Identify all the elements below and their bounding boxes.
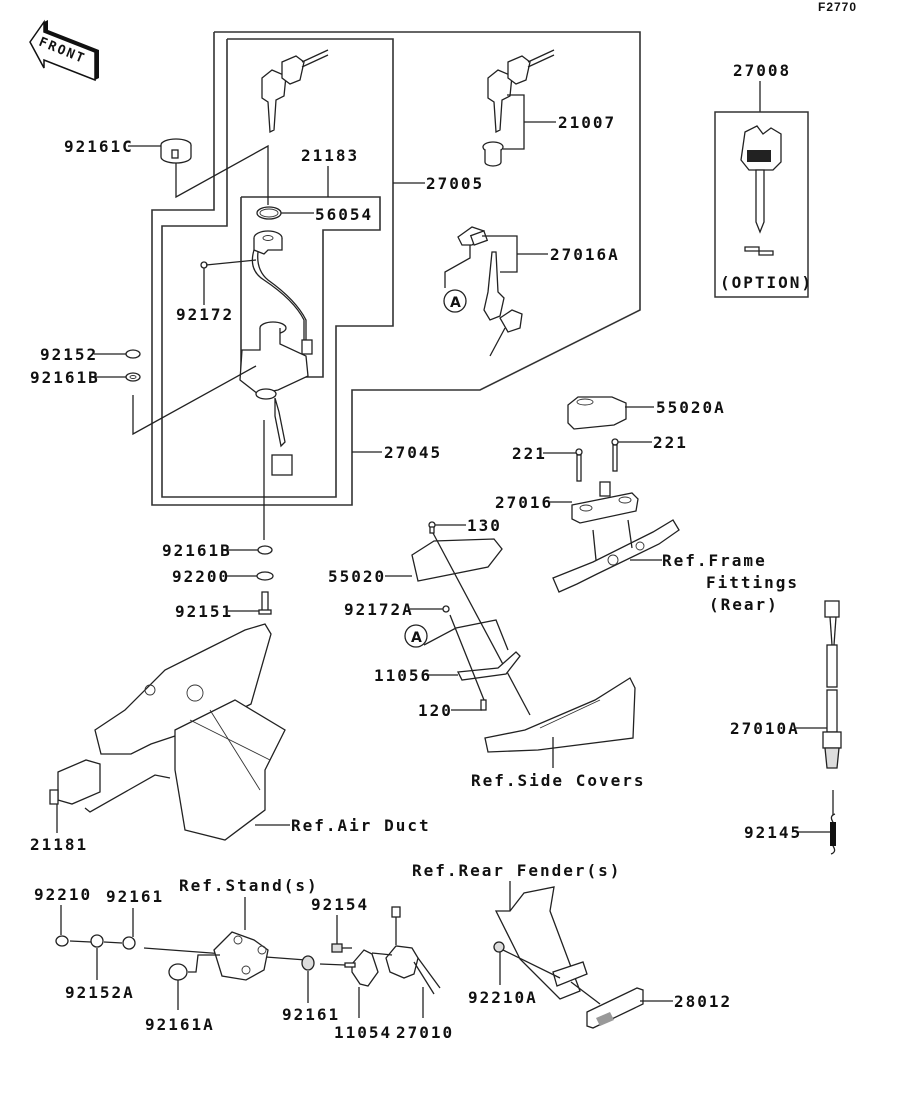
part-label-92172A: 92172A — [344, 600, 414, 619]
part-label-92152A: 92152A — [65, 983, 135, 1002]
part-label-120: 120 — [418, 701, 453, 720]
part-label-92145: 92145 — [744, 823, 802, 842]
relay-21181-icon — [49, 759, 101, 805]
part-label-56054: 56054 — [315, 205, 373, 224]
screw-92172A-icon — [442, 605, 450, 613]
key-set-icon — [261, 49, 329, 134]
assembly-box-27045 — [161, 38, 394, 498]
cover-55020A-icon — [567, 396, 627, 430]
air-duct-bracket-icon — [94, 623, 286, 841]
part-label-130: 130 — [467, 516, 502, 535]
part-label-27045: 27045 — [384, 443, 442, 462]
part-label-221-right: 221 — [653, 433, 688, 452]
nut-92210A-icon — [493, 941, 505, 953]
part-label-27016A: 27016A — [550, 245, 620, 264]
option-key-27008-icon — [740, 125, 782, 256]
option-label: (OPTION) — [720, 273, 813, 292]
bracket-11056-icon — [456, 651, 521, 681]
part-label-28012: 28012 — [674, 992, 732, 1011]
part-label-27008: 27008 — [733, 61, 791, 80]
part-label-11056: 11056 — [374, 666, 432, 685]
part-label-27010A: 27010A — [730, 719, 800, 738]
ref-frame-fittings-line2: Fittings — [706, 573, 799, 592]
part-label-92161-right: 92161 — [282, 1005, 340, 1024]
part-label-27010: 27010 — [396, 1023, 454, 1042]
bolt-221-right-icon — [611, 438, 619, 472]
frame-fittings-icon — [552, 519, 680, 593]
ref-stands: Ref.Stand(s) — [179, 876, 319, 895]
side-covers-icon — [484, 677, 636, 753]
part-label-92161B-bottom: 92161B — [162, 541, 232, 560]
part-label-92161B-top: 92161B — [30, 368, 100, 387]
ref-frame-fittings-line3: (Rear) — [709, 595, 779, 614]
key-21007-icon — [482, 49, 555, 167]
bracket-11054-icon — [344, 949, 379, 987]
seat-lock-27016A-icon — [457, 226, 523, 357]
part-label-55020: 55020 — [328, 567, 386, 586]
part-92161C-icon — [160, 138, 192, 164]
cap-92161A-icon — [168, 963, 188, 981]
ref-air-duct: Ref.Air Duct — [291, 816, 431, 835]
fastener-stack-icon — [256, 545, 274, 615]
part-56054-icon — [256, 206, 282, 220]
part-label-21007: 21007 — [558, 113, 616, 132]
part-label-55020A: 55020A — [656, 398, 726, 417]
part-label-21181: 21181 — [30, 835, 88, 854]
part-label-27016: 27016 — [495, 493, 553, 512]
lock-base-27016-icon — [571, 481, 639, 524]
washer-92152-icon — [125, 349, 141, 382]
bolt-92154-icon — [331, 943, 352, 953]
part-label-92210: 92210 — [34, 885, 92, 904]
part-label-27005: 27005 — [426, 174, 484, 193]
bracket-55020-icon — [411, 538, 503, 582]
part-label-11054: 11054 — [334, 1023, 392, 1042]
bolt-221-left-icon — [575, 448, 583, 482]
part-label-92161C: 92161C — [64, 137, 134, 156]
ref-frame-fittings-line1: Ref.Frame — [662, 551, 767, 570]
rear-fender-icon — [494, 886, 588, 1000]
part-label-221-left: 221 — [512, 444, 547, 463]
callout-a-top: A — [443, 289, 467, 313]
part-label-92161A: 92161A — [145, 1015, 215, 1034]
callout-a-bottom-label: A — [411, 630, 422, 646]
stand-pivot-icon — [213, 931, 269, 981]
screw-130-icon — [428, 521, 436, 534]
washer-92161-left-icon — [122, 936, 136, 950]
side-stand-switch-27010-icon — [385, 906, 441, 995]
screw-120-icon — [480, 699, 487, 711]
brake-switch-27010A-icon — [822, 600, 842, 769]
reflector-28012-icon — [586, 987, 644, 1029]
callout-a-top-label: A — [450, 295, 461, 311]
nut-92161-right-icon — [301, 955, 315, 971]
ref-rear-fenders: Ref.Rear Fender(s) — [412, 861, 621, 880]
callout-a-bottom: A — [404, 624, 428, 648]
part-label-92200: 92200 — [172, 567, 230, 586]
spring-92145-icon — [830, 813, 836, 855]
part-label-92152: 92152 — [40, 345, 98, 364]
ref-side-covers: Ref.Side Covers — [471, 771, 646, 790]
part-label-92210A: 92210A — [468, 988, 538, 1007]
part-label-92151: 92151 — [175, 602, 233, 621]
part-label-92172: 92172 — [176, 305, 234, 324]
ignition-switch-27045-icon — [239, 321, 309, 540]
front-arrow-icon: FRONT — [29, 19, 99, 82]
part-label-21183: 21183 — [301, 146, 359, 165]
part-label-92154: 92154 — [311, 895, 369, 914]
part-label-92161-left: 92161 — [106, 887, 164, 906]
figure-id: F2770 — [818, 0, 857, 14]
cap-92210-icon — [55, 935, 69, 947]
washer-92152A-icon — [90, 934, 104, 948]
part-21183-icon — [251, 230, 313, 355]
assembly-box-27005 — [151, 31, 641, 506]
